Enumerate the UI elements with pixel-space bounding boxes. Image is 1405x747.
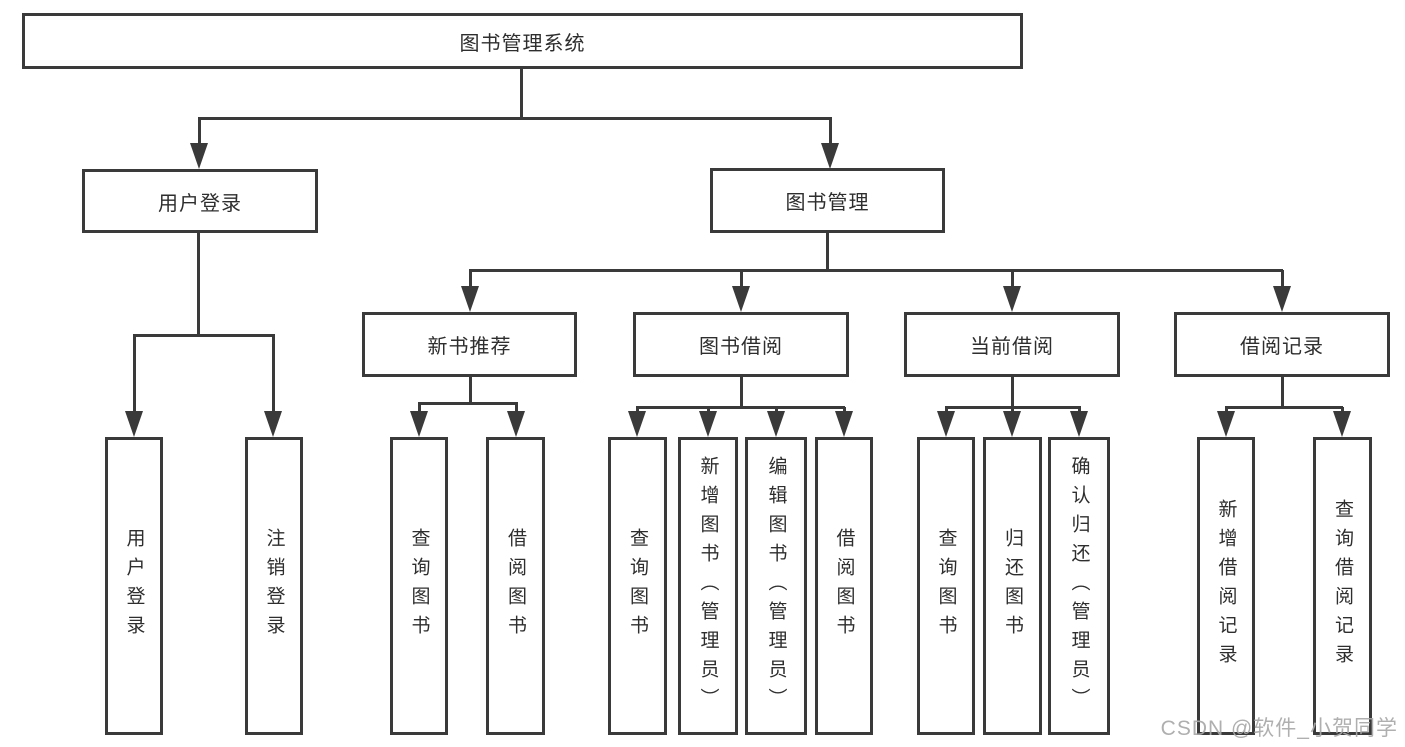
node-root: 图书管理系统 bbox=[22, 13, 1023, 69]
connector-vline bbox=[520, 69, 523, 118]
leaf-borrow-books-recommend-label: 借阅图书 bbox=[505, 528, 526, 644]
arrow-shaft bbox=[198, 118, 201, 163]
leaf-logout-login-label: 注销登录 bbox=[263, 528, 285, 644]
arrow-down-icon bbox=[190, 143, 208, 169]
leaf-query-books-recommend: 查询图书 bbox=[390, 437, 448, 735]
connector-vline bbox=[197, 233, 200, 335]
node-new-book-recommend: 新书推荐 bbox=[362, 312, 577, 377]
leaf-user-login-label: 用户登录 bbox=[123, 528, 145, 644]
leaf-borrow-books-label: 借阅图书 bbox=[833, 528, 855, 644]
connector-vline bbox=[1011, 377, 1014, 407]
arrow-down-icon bbox=[835, 411, 853, 437]
node-user-login-label: 用户登录 bbox=[158, 192, 242, 215]
arrow-down-icon bbox=[821, 143, 839, 169]
leaf-add-books-admin-label: 新增图书（管理员） bbox=[697, 455, 719, 717]
node-new-book-recommend-label: 新书推荐 bbox=[427, 336, 512, 358]
leaf-return-books-label: 归还图书 bbox=[1002, 528, 1023, 644]
arrow-down-icon bbox=[1217, 411, 1235, 437]
node-user-login: 用户登录 bbox=[82, 169, 318, 233]
connector-hline bbox=[418, 402, 518, 405]
leaf-query-books-recommend-label: 查询图书 bbox=[408, 528, 430, 644]
arrow-down-icon bbox=[1333, 411, 1351, 437]
arrow-shaft bbox=[133, 335, 136, 431]
leaf-confirm-return-admin: 确认归还（管理员） bbox=[1048, 437, 1110, 735]
arrow-down-icon bbox=[410, 411, 428, 437]
leaf-borrow-books-recommend: 借阅图书 bbox=[486, 437, 545, 735]
leaf-query-books-current: 查询图书 bbox=[917, 437, 975, 735]
leaf-edit-books-admin-label: 编辑图书（管理员） bbox=[765, 455, 787, 717]
leaf-user-login: 用户登录 bbox=[105, 437, 163, 735]
arrow-down-icon bbox=[628, 411, 646, 437]
connector-vline bbox=[740, 377, 743, 407]
leaf-add-borrow-record: 新增借阅记录 bbox=[1197, 437, 1255, 735]
arrow-down-icon bbox=[1070, 411, 1088, 437]
connector-hline bbox=[198, 117, 832, 120]
connector-hline bbox=[133, 334, 275, 337]
leaf-query-borrow-record: 查询借阅记录 bbox=[1313, 437, 1372, 735]
connector-hline bbox=[1225, 406, 1343, 409]
arrow-down-icon bbox=[937, 411, 955, 437]
arrow-down-icon bbox=[732, 286, 750, 312]
leaf-return-books: 归还图书 bbox=[983, 437, 1042, 735]
leaf-borrow-books: 借阅图书 bbox=[815, 437, 873, 735]
arrow-down-icon bbox=[461, 286, 479, 312]
connector-hline bbox=[636, 406, 845, 409]
arrow-down-icon bbox=[1003, 411, 1021, 437]
arrow-down-icon bbox=[1003, 286, 1021, 312]
arrow-down-icon bbox=[125, 411, 143, 437]
leaf-query-books-current-label: 查询图书 bbox=[935, 528, 957, 644]
leaf-add-borrow-record-label: 新增借阅记录 bbox=[1215, 499, 1237, 673]
arrow-down-icon bbox=[507, 411, 525, 437]
arrow-down-icon bbox=[1273, 286, 1291, 312]
leaf-logout-login: 注销登录 bbox=[245, 437, 303, 735]
arrow-down-icon bbox=[699, 411, 717, 437]
leaf-query-books-borrow-label: 查询图书 bbox=[627, 528, 648, 644]
leaf-confirm-return-admin-label: 确认归还（管理员） bbox=[1068, 455, 1090, 717]
node-book-borrow-label: 图书借阅 bbox=[699, 336, 783, 358]
connector-hline bbox=[469, 269, 1283, 272]
leaf-edit-books-admin: 编辑图书（管理员） bbox=[745, 437, 807, 735]
arrow-shaft bbox=[272, 335, 275, 431]
node-book-management: 图书管理 bbox=[710, 168, 945, 233]
node-current-borrow-label: 当前借阅 bbox=[970, 336, 1054, 358]
node-book-borrow: 图书借阅 bbox=[633, 312, 849, 377]
leaf-query-books-borrow: 查询图书 bbox=[608, 437, 667, 735]
node-current-borrow: 当前借阅 bbox=[904, 312, 1120, 377]
connector-vline bbox=[826, 233, 829, 270]
arrow-down-icon bbox=[767, 411, 785, 437]
connector-vline bbox=[469, 377, 472, 403]
node-borrow-records: 借阅记录 bbox=[1174, 312, 1390, 377]
node-root-label: 图书管理系统 bbox=[459, 32, 586, 55]
arrow-down-icon bbox=[264, 411, 282, 437]
leaf-query-borrow-record-label: 查询借阅记录 bbox=[1332, 499, 1353, 673]
arrow-shaft bbox=[829, 118, 832, 163]
node-borrow-records-label: 借阅记录 bbox=[1240, 336, 1324, 358]
leaf-add-books-admin: 新增图书（管理员） bbox=[678, 437, 738, 735]
node-book-management-label: 图书管理 bbox=[785, 192, 870, 214]
csdn-watermark: CSDN @软件_小贺同学 bbox=[1160, 717, 1398, 740]
connector-vline bbox=[1281, 377, 1284, 407]
